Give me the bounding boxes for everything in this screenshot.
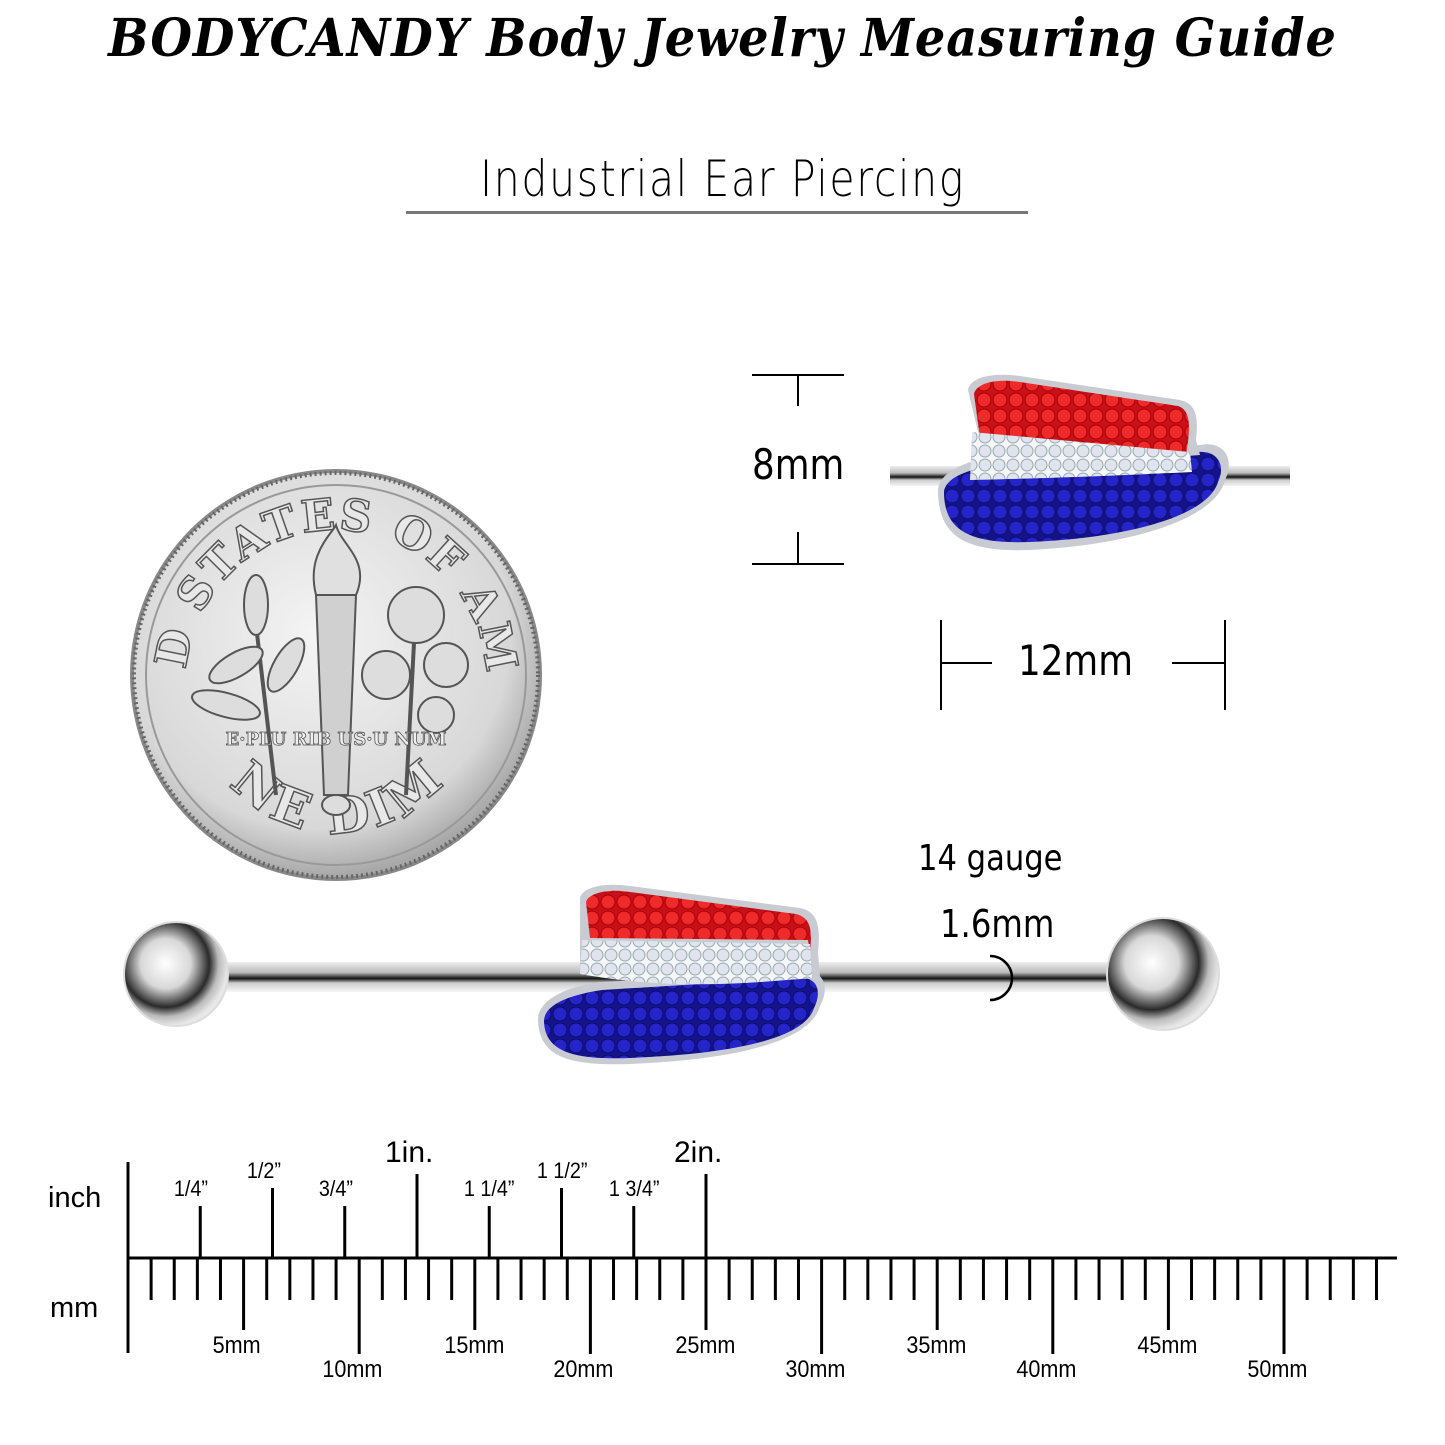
coin-motto: E·PLU RIB US·U NUM [225,729,446,750]
width-dim-right-line [1224,620,1226,710]
gauge-label: 14 gauge [918,838,1063,879]
ruler-inch-label: 1 1/4” [464,1176,515,1201]
ruler-mm-label: 45mm [1137,1332,1198,1359]
width-dim-right-arm [1172,662,1224,664]
width-dim-left-arm [942,662,992,664]
charm-closeup-image [890,374,1290,551]
width-dim-label: 12mm [1018,636,1133,685]
ruler-mm-label: 5mm [212,1332,261,1359]
ruler-mm-label: 50mm [1247,1356,1308,1383]
height-dim-top-tick [797,374,799,406]
ruler-mm-label: 10mm [322,1356,383,1383]
ruler-inch-label: 3/4” [318,1176,353,1201]
width-dim-left-line [940,620,942,710]
page-subtitle: Industrial Ear Piercing [480,150,965,208]
ruler-inch-label: 1/2” [246,1158,281,1183]
subtitle-underline [406,211,1028,214]
ruler-mm-label: 25mm [675,1332,736,1359]
ruler-mm-axis-label: mm [50,1292,99,1324]
industrial-barbell-image [123,884,1220,1065]
page-title: BODYCANDY Body Jewelry Measuring Guide [108,8,1337,69]
ruler-mm-label: 20mm [553,1356,614,1383]
height-dim-bottom-line [752,563,844,565]
ruler-inch-label: 1 3/4” [608,1176,660,1201]
height-dim-label: 8mm [752,440,845,489]
ruler [126,1162,1397,1354]
ruler-mm-label: 40mm [1016,1356,1077,1383]
ruler-mm-label: 35mm [906,1332,967,1359]
ruler-inch-label: 1 1/2” [536,1158,587,1183]
ruler-inch-label: 1/4” [174,1176,209,1201]
gauge-circle-indicator [989,954,1014,1002]
gauge-mm-label: 1.6mm [940,902,1055,946]
ruler-inch-axis-label: inch [48,1182,102,1214]
height-dim-bottom-tick [797,532,799,564]
ruler-mm-label: 30mm [784,1356,845,1383]
ruler-inch-label: 1in. [385,1136,434,1169]
ruler-mm-label: 15mm [444,1332,505,1359]
ruler-inch-label: 2in. [674,1136,723,1169]
